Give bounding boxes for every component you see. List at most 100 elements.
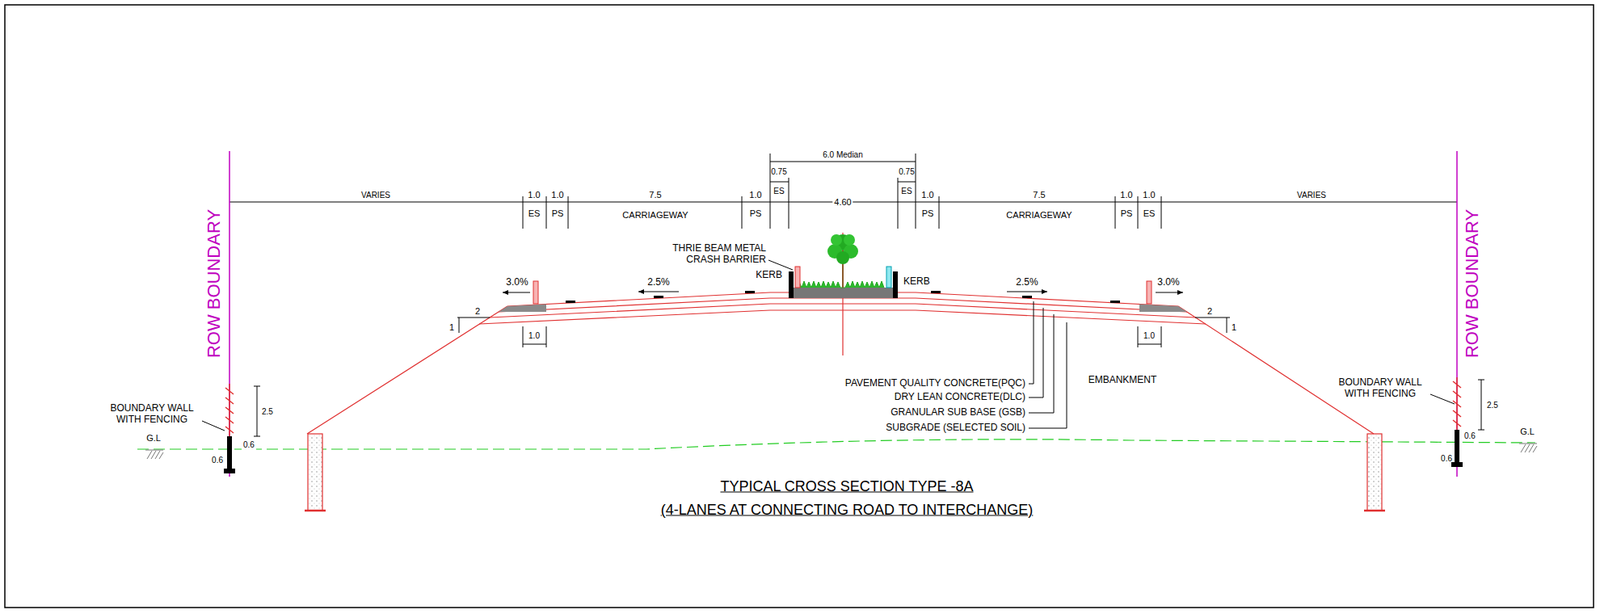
pile (304, 433, 1386, 511)
height-dimension (1477, 379, 1485, 430)
lane-marking (930, 290, 941, 294)
ground-hatch (145, 443, 1537, 459)
dimension-value: 2.5 (261, 407, 274, 417)
slope-arrow (502, 292, 531, 294)
pile (304, 509, 326, 513)
boundary-label: ROW BOUNDARY (1461, 209, 1483, 358)
median (796, 281, 885, 288)
shoulder-fill (498, 304, 1188, 313)
dimension-value: 0.6 (1462, 431, 1478, 442)
median (795, 266, 800, 288)
dimension-value: VARIES (361, 190, 391, 201)
drawing-title: TYPICAL CROSS SECTION TYPE -8A (720, 478, 973, 496)
lane-code: PS (922, 208, 935, 219)
part-label: EMBANKMENT (1088, 374, 1158, 387)
ground-line (137, 439, 1536, 450)
dimension-value: 0.75 (770, 167, 787, 177)
height-dimension (253, 386, 261, 437)
lane-marking (653, 295, 664, 299)
lane-label: CARRIAGEWAY (622, 210, 688, 221)
slope-ratio: 1 (449, 322, 455, 333)
layer-label: SUBGRADE (SELECTED SOIL) (885, 422, 1026, 434)
dimension-value: 1.0 (528, 331, 540, 342)
slope-ratio: 2 (1207, 306, 1213, 317)
boundary-wall (223, 468, 236, 474)
median (892, 271, 898, 299)
layer-label: GRANULAR SUB BASE (GSB) (890, 407, 1026, 419)
part-label: BOUNDARY WALL WITH FENCING (1330, 377, 1432, 400)
ground-label: G.L (1520, 426, 1535, 438)
dimension-value: 4.60 (832, 197, 853, 208)
boundary-wall (223, 429, 1463, 474)
pile (1367, 433, 1382, 511)
drawing-caption: (4-LANES AT CONNECTING ROAD TO INTERCHAN… (661, 501, 1034, 519)
dimension-value: 0.6 (241, 440, 257, 451)
boundary-label: ROW BOUNDARY (203, 209, 224, 358)
lane-code: ES (528, 208, 541, 219)
leader-line (202, 394, 1455, 431)
slope-value: 3.0% (1157, 277, 1179, 289)
slope-value: 3.0% (505, 277, 528, 289)
slope-value: 2.5% (647, 277, 670, 289)
boundary-wall (227, 436, 232, 473)
pile (307, 433, 323, 511)
fencing (225, 383, 234, 437)
slope-arrow (1006, 291, 1048, 293)
pile (1364, 509, 1386, 513)
crash-barrier (1146, 281, 1152, 304)
slope-marker (457, 317, 1230, 333)
lane-marking (1022, 295, 1032, 299)
dimension-value: 1.0 (1120, 189, 1133, 201)
lane-label: CARRIAGEWAY (1006, 210, 1072, 221)
row-boundary-line (229, 151, 1457, 477)
median (788, 271, 794, 299)
lane-code: PS (551, 208, 565, 219)
median-tree (830, 234, 843, 246)
dimension-value: 1.0 (1142, 189, 1155, 201)
lane-marking (565, 300, 576, 304)
dimension-value: 7.5 (1032, 189, 1045, 201)
slope-arrow (638, 291, 679, 293)
part-label: BOUNDARY WALL WITH FENCING (101, 403, 203, 426)
dimension-value: 2.5 (1486, 400, 1499, 411)
dimension-value: 1.0 (1143, 331, 1155, 342)
ground-line (137, 439, 1536, 450)
layer-label: PAVEMENT QUALITY CONCRETE(PQC) (845, 378, 1026, 390)
dimension-line (770, 161, 916, 182)
dimension-value: 7.5 (648, 189, 662, 201)
median-tree (827, 234, 859, 288)
leader-line (202, 260, 1455, 431)
lane-code: ES (901, 186, 912, 197)
layer-label: DRY LEAN CONCRETE(DLC) (894, 391, 1026, 404)
dimension-value: 0.6 (211, 455, 224, 466)
fencing (1452, 377, 1462, 430)
shoulder-fill (498, 304, 547, 313)
slope-ratio: 1 (1231, 322, 1237, 333)
dimension-value: 6.0 Median (822, 150, 863, 160)
ground-label: G.L (146, 433, 161, 444)
fencing (225, 377, 1462, 437)
drawing-frame (4, 4, 1594, 608)
part-label: THRIE BEAM METAL CRASH BARRIER (644, 243, 767, 266)
dimension-value: 0.75 (898, 167, 914, 177)
median-tree (843, 234, 855, 246)
drawing-frame (4, 4, 1594, 608)
dimension-value: 1.0 (551, 189, 564, 201)
slope-arrow (1155, 292, 1184, 294)
median (788, 287, 898, 299)
dimension-value: 1.0 (749, 189, 762, 201)
boundary-wall (1451, 462, 1463, 468)
ground-hatch (145, 450, 164, 459)
dimension-line (522, 153, 1162, 229)
dimension-value: VARIES (1296, 190, 1327, 201)
embankment-outline (307, 306, 1374, 434)
slope-marker (457, 317, 1230, 333)
embankment-outline (479, 310, 1206, 325)
lane-code: ES (1143, 208, 1156, 219)
boundary-wall (1454, 429, 1460, 467)
dimension-value: 0.6 (1440, 454, 1453, 464)
dimension-value: 1.0 (921, 189, 934, 201)
part-label: KERB (755, 269, 783, 282)
leader-line (1028, 301, 1067, 429)
